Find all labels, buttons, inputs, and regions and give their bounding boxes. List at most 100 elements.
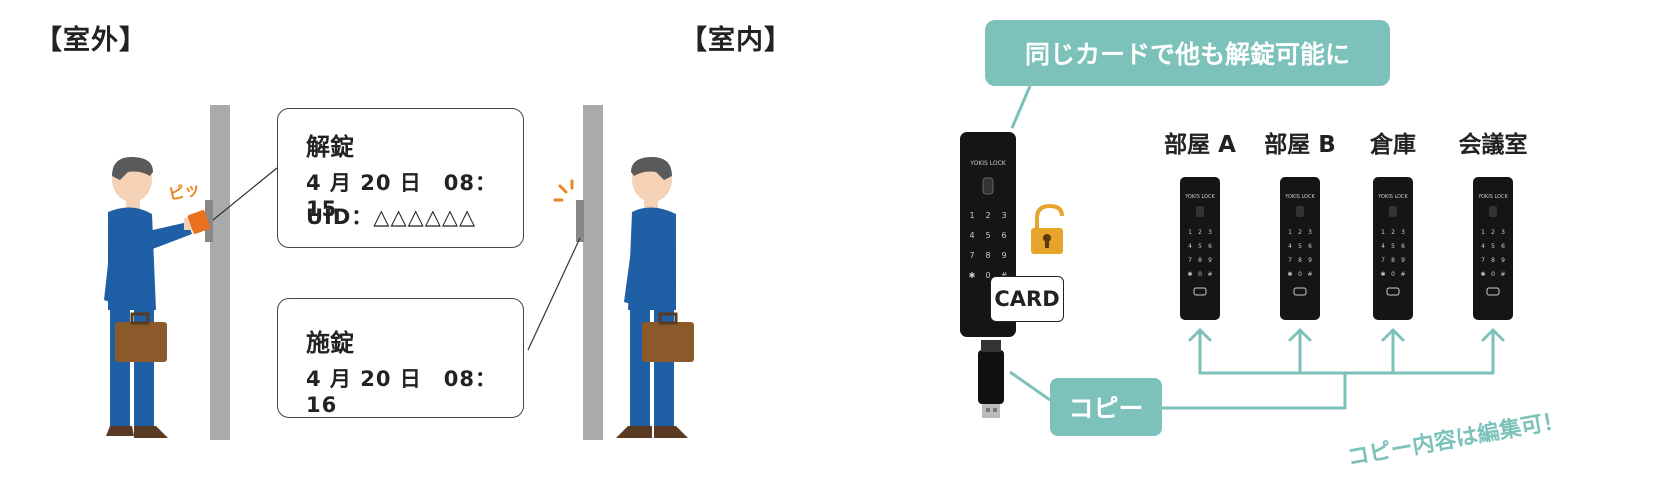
- svg-text:YOKIS LOCK: YOKIS LOCK: [1184, 194, 1215, 200]
- svg-text:4: 4: [1481, 243, 1485, 250]
- indoor-reader: [576, 200, 584, 242]
- svg-text:9: 9: [1208, 257, 1212, 264]
- svg-text:0: 0: [1198, 271, 1202, 278]
- svg-text:5: 5: [1198, 243, 1202, 250]
- svg-text:8: 8: [1198, 257, 1202, 264]
- beep-marks: [553, 179, 574, 202]
- svg-text:7: 7: [969, 251, 974, 260]
- svg-text:6: 6: [1208, 243, 1212, 250]
- svg-text:7: 7: [1381, 257, 1385, 264]
- svg-text:✱: ✱: [1187, 271, 1192, 278]
- svg-text:8: 8: [1491, 257, 1495, 264]
- svg-text:YOKIS LOCK: YOKIS LOCK: [1477, 194, 1508, 200]
- unlocked-padlock-icon: [1031, 203, 1064, 254]
- svg-text:✱: ✱: [1287, 271, 1292, 278]
- svg-text:YOKIS LOCK: YOKIS LOCK: [1377, 194, 1408, 200]
- svg-text:9: 9: [1308, 257, 1312, 264]
- outdoor-reader: [205, 200, 213, 242]
- svg-text:✱: ✱: [1380, 271, 1385, 278]
- room-label-a: 部屋 A: [1164, 132, 1236, 158]
- svg-text:6: 6: [1001, 231, 1006, 240]
- svg-text:0: 0: [1491, 271, 1495, 278]
- svg-text:1: 1: [1381, 229, 1385, 236]
- access-scene-illustration: [104, 105, 694, 440]
- svg-text:9: 9: [1501, 257, 1505, 264]
- svg-text:#: #: [1207, 271, 1212, 278]
- svg-text:7: 7: [1481, 257, 1485, 264]
- copy-badge: コピー: [1050, 378, 1162, 436]
- svg-text:0: 0: [1298, 271, 1302, 278]
- svg-text:2: 2: [1491, 229, 1495, 236]
- svg-text:#: #: [1001, 271, 1008, 280]
- svg-text:9: 9: [1401, 257, 1405, 264]
- same-card-banner: 同じカードで他も解錠可能に: [985, 20, 1390, 86]
- svg-text:#: #: [1500, 271, 1505, 278]
- connector-lock: [527, 237, 581, 351]
- lock-log-box: 施錠 4 月 20 日 08：16: [277, 298, 524, 418]
- svg-text:6: 6: [1501, 243, 1505, 250]
- svg-text:2: 2: [1298, 229, 1302, 236]
- svg-text:2: 2: [985, 211, 990, 220]
- svg-text:2: 2: [1198, 229, 1202, 236]
- card-label: CARD: [990, 276, 1064, 322]
- room-label-storage: 倉庫: [1370, 132, 1416, 158]
- card-in-hand: [187, 210, 211, 234]
- lock-log-datetime: 4 月 20 日 08：16: [306, 367, 497, 417]
- svg-text:8: 8: [1298, 257, 1302, 264]
- unlock-log-box: 解錠 4 月 20 日 08：15 UID：△△△△△△: [277, 108, 524, 248]
- right-pillar: [583, 105, 603, 440]
- distribution-arrows: [1160, 328, 1505, 410]
- outdoor-label: 【室外】: [35, 25, 147, 56]
- copy-diagram: YOKIS LOCK 123 456 789 ✱0# YOKIS LOCK 12…: [960, 85, 1513, 418]
- svg-text:YOKIS LOCK: YOKIS LOCK: [1284, 194, 1315, 200]
- unlock-log-title: 解錠: [306, 133, 354, 161]
- outdoor-person: [104, 156, 211, 438]
- svg-text:7: 7: [1288, 257, 1292, 264]
- room-label-b: 部屋 B: [1264, 132, 1336, 158]
- unlock-log-datetime: 4 月 20 日 08：15: [306, 171, 497, 221]
- svg-text:YOKIS LOCK: YOKIS LOCK: [969, 160, 1007, 167]
- svg-text:✱: ✱: [1480, 271, 1485, 278]
- svg-text:4: 4: [1188, 243, 1192, 250]
- briefcase-icon: [642, 322, 694, 362]
- svg-text:9: 9: [1001, 251, 1006, 260]
- unlock-log-uid: UID：△△△△△△: [306, 205, 477, 229]
- svg-text:3: 3: [1308, 229, 1312, 236]
- room-label-meeting: 会議室: [1458, 132, 1528, 158]
- svg-text:8: 8: [985, 251, 990, 260]
- svg-text:6: 6: [1308, 243, 1312, 250]
- svg-text:5: 5: [985, 231, 990, 240]
- svg-text:3: 3: [1501, 229, 1505, 236]
- svg-text:5: 5: [1491, 243, 1495, 250]
- svg-text:3: 3: [1001, 211, 1006, 220]
- indoor-label: 【室内】: [680, 25, 792, 56]
- svg-text:7: 7: [1188, 257, 1192, 264]
- svg-text:0: 0: [1391, 271, 1395, 278]
- svg-text:4: 4: [1381, 243, 1385, 250]
- usb-connector: [1009, 370, 1051, 402]
- svg-text:3: 3: [1208, 229, 1212, 236]
- connector-unlock: [212, 167, 278, 221]
- svg-text:1: 1: [1188, 229, 1192, 236]
- svg-text:#: #: [1400, 271, 1405, 278]
- usb-stick-icon: [978, 340, 1004, 418]
- svg-text:8: 8: [1391, 257, 1395, 264]
- svg-text:0: 0: [985, 271, 990, 280]
- svg-text:✱: ✱: [969, 271, 976, 280]
- svg-text:4: 4: [969, 231, 974, 240]
- left-pillar: [210, 105, 230, 440]
- indoor-person: [616, 156, 694, 438]
- lock-log-title: 施錠: [306, 329, 354, 357]
- svg-text:5: 5: [1298, 243, 1302, 250]
- briefcase-icon: [115, 322, 167, 362]
- svg-text:2: 2: [1391, 229, 1395, 236]
- svg-text:4: 4: [1288, 243, 1292, 250]
- svg-text:3: 3: [1401, 229, 1405, 236]
- svg-text:#: #: [1307, 271, 1312, 278]
- svg-text:6: 6: [1401, 243, 1405, 250]
- svg-text:1: 1: [969, 211, 974, 220]
